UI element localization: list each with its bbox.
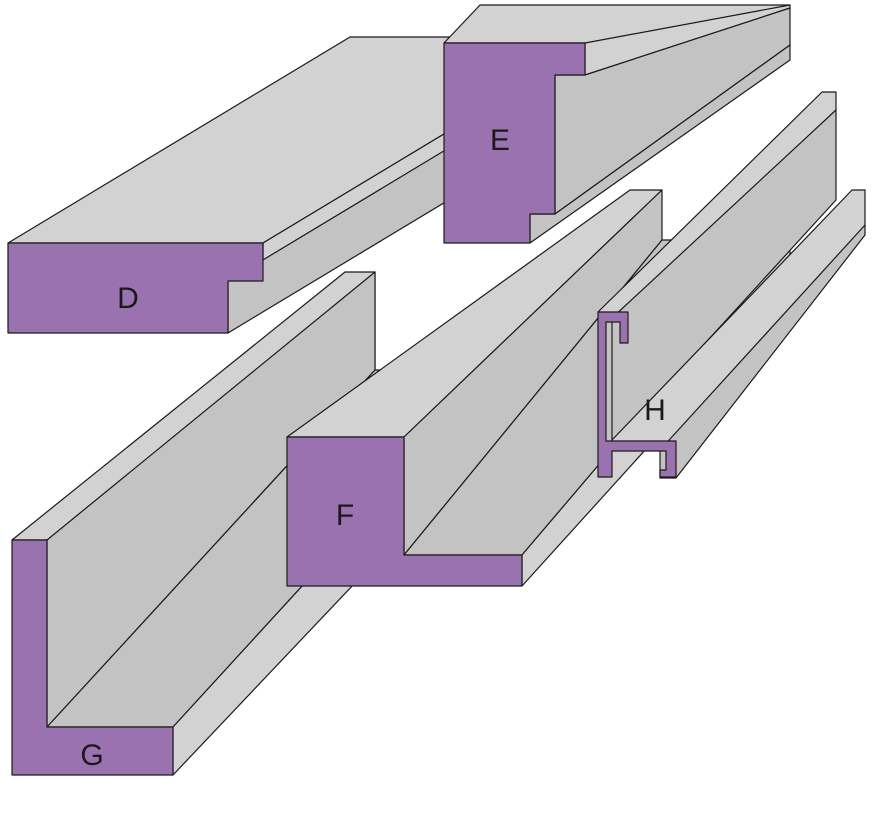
moulding-e: E [443,4,791,244]
moulding-h-profile [597,311,677,478]
moulding-f-profile [286,436,523,587]
moulding-h: H [597,91,866,479]
moulding-e-label: E [490,124,510,157]
moulding-h-label: H [644,394,666,427]
moulding-d-label: D [117,282,139,315]
moulding-g-profile [11,539,174,776]
moulding-g-label: G [80,739,103,772]
moulding-h-web-face [611,109,837,446]
moulding-d-profile [7,242,264,334]
moulding-e-profile [443,42,586,244]
moulding-f-label: F [336,499,354,532]
